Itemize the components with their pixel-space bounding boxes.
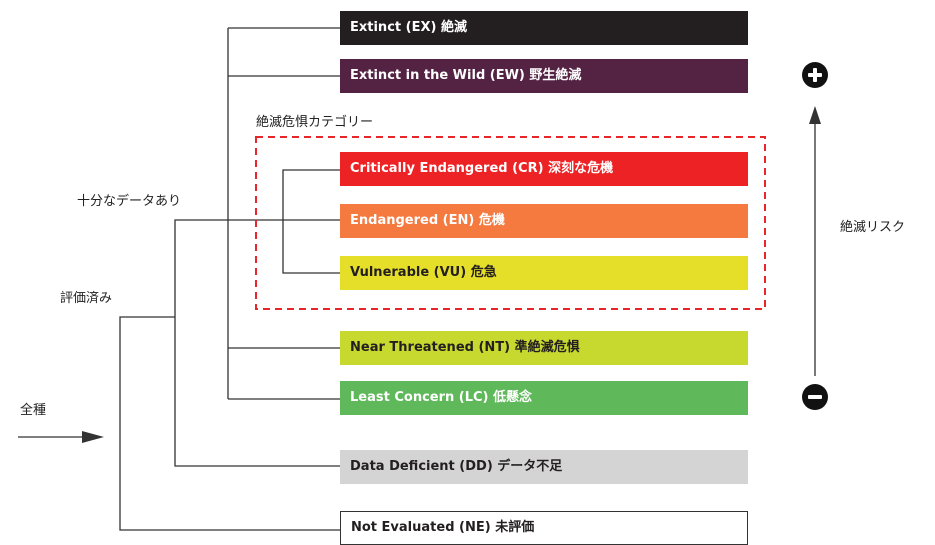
category-critically-endangered: Critically Endangered (CR) 深刻な危機 <box>340 152 748 186</box>
category-data-deficient: Data Deficient (DD) データ不足 <box>340 450 748 484</box>
all-species-label: 全種 <box>20 403 47 418</box>
category-vulnerable: Vulnerable (VU) 危急 <box>340 256 748 290</box>
category-near-threatened: Near Threatened (NT) 準絶滅危惧 <box>340 331 748 365</box>
category-extinct: Extinct (EX) 絶滅 <box>340 11 748 45</box>
threatened-group-outline <box>255 136 766 310</box>
category-least-concern: Least Concern (LC) 低懸念 <box>340 381 748 415</box>
extinction-risk-label: 絶滅リスク <box>840 220 906 235</box>
minus-circle-icon <box>802 384 828 410</box>
category-extinct-in-the-wild: Extinct in the Wild (EW) 野生絶滅 <box>340 59 748 93</box>
adequate-data-label: 十分なデータあり <box>77 194 182 209</box>
plus-circle-icon <box>802 62 828 88</box>
category-not-evaluated: Not Evaluated (NE) 未評価 <box>340 511 748 545</box>
threatened-group-label: 絶滅危惧カテゴリー <box>256 115 374 130</box>
category-endangered: Endangered (EN) 危機 <box>340 204 748 238</box>
evaluated-label: 評価済み <box>60 291 113 306</box>
